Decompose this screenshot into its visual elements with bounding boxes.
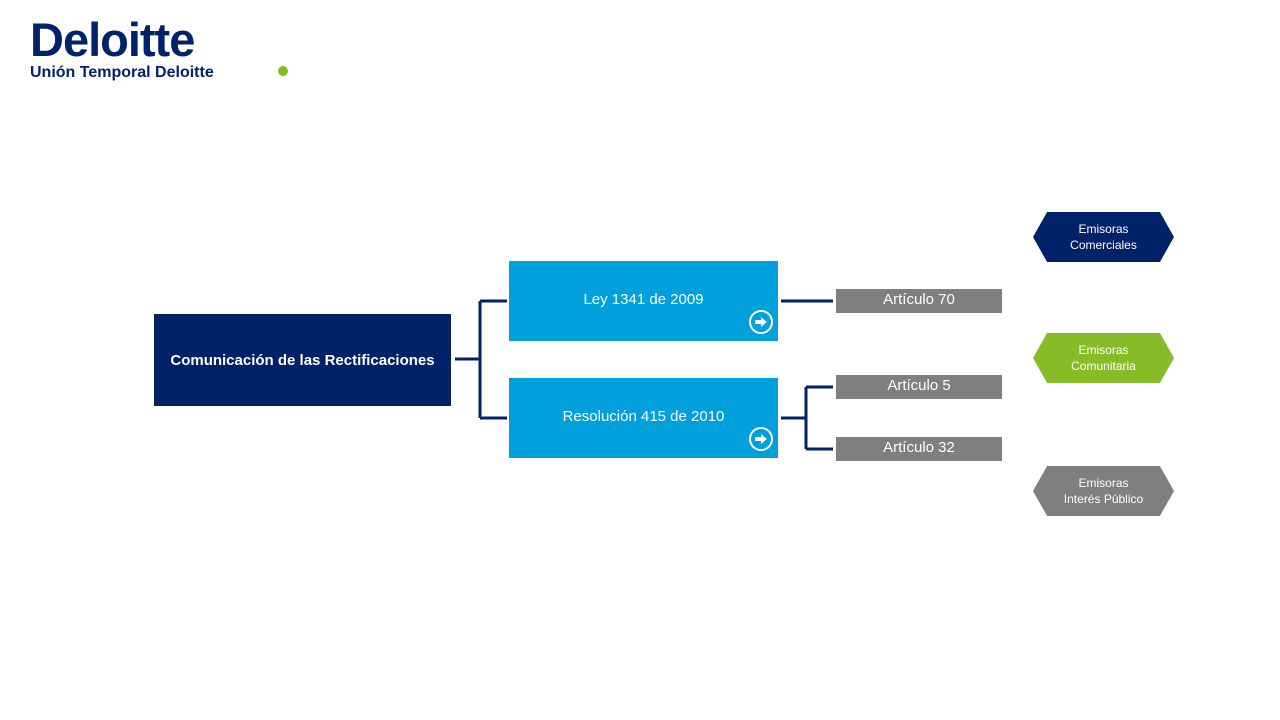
tag-line2: Interés Público — [1063, 492, 1144, 506]
law-label: Ley 1341 de 2009 — [583, 291, 704, 308]
logo-green-dot — [278, 66, 288, 76]
tag-line2: Comunitaria — [1071, 359, 1136, 373]
arrow-right-circle-icon[interactable] — [749, 427, 773, 451]
tag-line1: Emisoras — [1078, 476, 1129, 490]
tag-emisoras-comerciales[interactable]: Emisoras Comerciales — [1033, 212, 1174, 262]
tag-emisoras-interes-publico[interactable]: Emisoras Interés Público — [1033, 466, 1174, 516]
article-box-32[interactable]: Artículo 32 — [836, 437, 1002, 461]
law-box-ley-1341[interactable]: Ley 1341 de 2009 — [509, 261, 778, 341]
tag-line2: Comerciales — [1070, 238, 1137, 252]
article-label: Artículo 5 — [887, 377, 951, 394]
deloitte-logo: Deloitte Unión Temporal Deloitte — [30, 13, 288, 88]
root-box: Comunicación de las Rectificaciones — [154, 314, 451, 406]
tag-line1: Emisoras — [1078, 343, 1129, 357]
tag-line1: Emisoras — [1078, 222, 1129, 236]
article-box-5[interactable]: Artículo 5 — [836, 375, 1002, 399]
law-box-resolucion-415[interactable]: Resolución 415 de 2010 — [509, 378, 778, 458]
article-label: Artículo 70 — [883, 291, 955, 308]
logo-wordmark: Deloitte — [30, 13, 195, 66]
arrow-right-circle-icon[interactable] — [749, 310, 773, 334]
law-label: Resolución 415 de 2010 — [562, 408, 725, 425]
article-box-70[interactable]: Artículo 70 — [836, 289, 1002, 313]
tag-emisoras-comunitaria[interactable]: Emisoras Comunitaria — [1033, 333, 1174, 383]
root-label: Comunicación de las Rectificaciones — [170, 351, 435, 369]
article-label: Artículo 32 — [883, 439, 955, 456]
logo-subtitle: Unión Temporal Deloitte — [30, 64, 214, 81]
